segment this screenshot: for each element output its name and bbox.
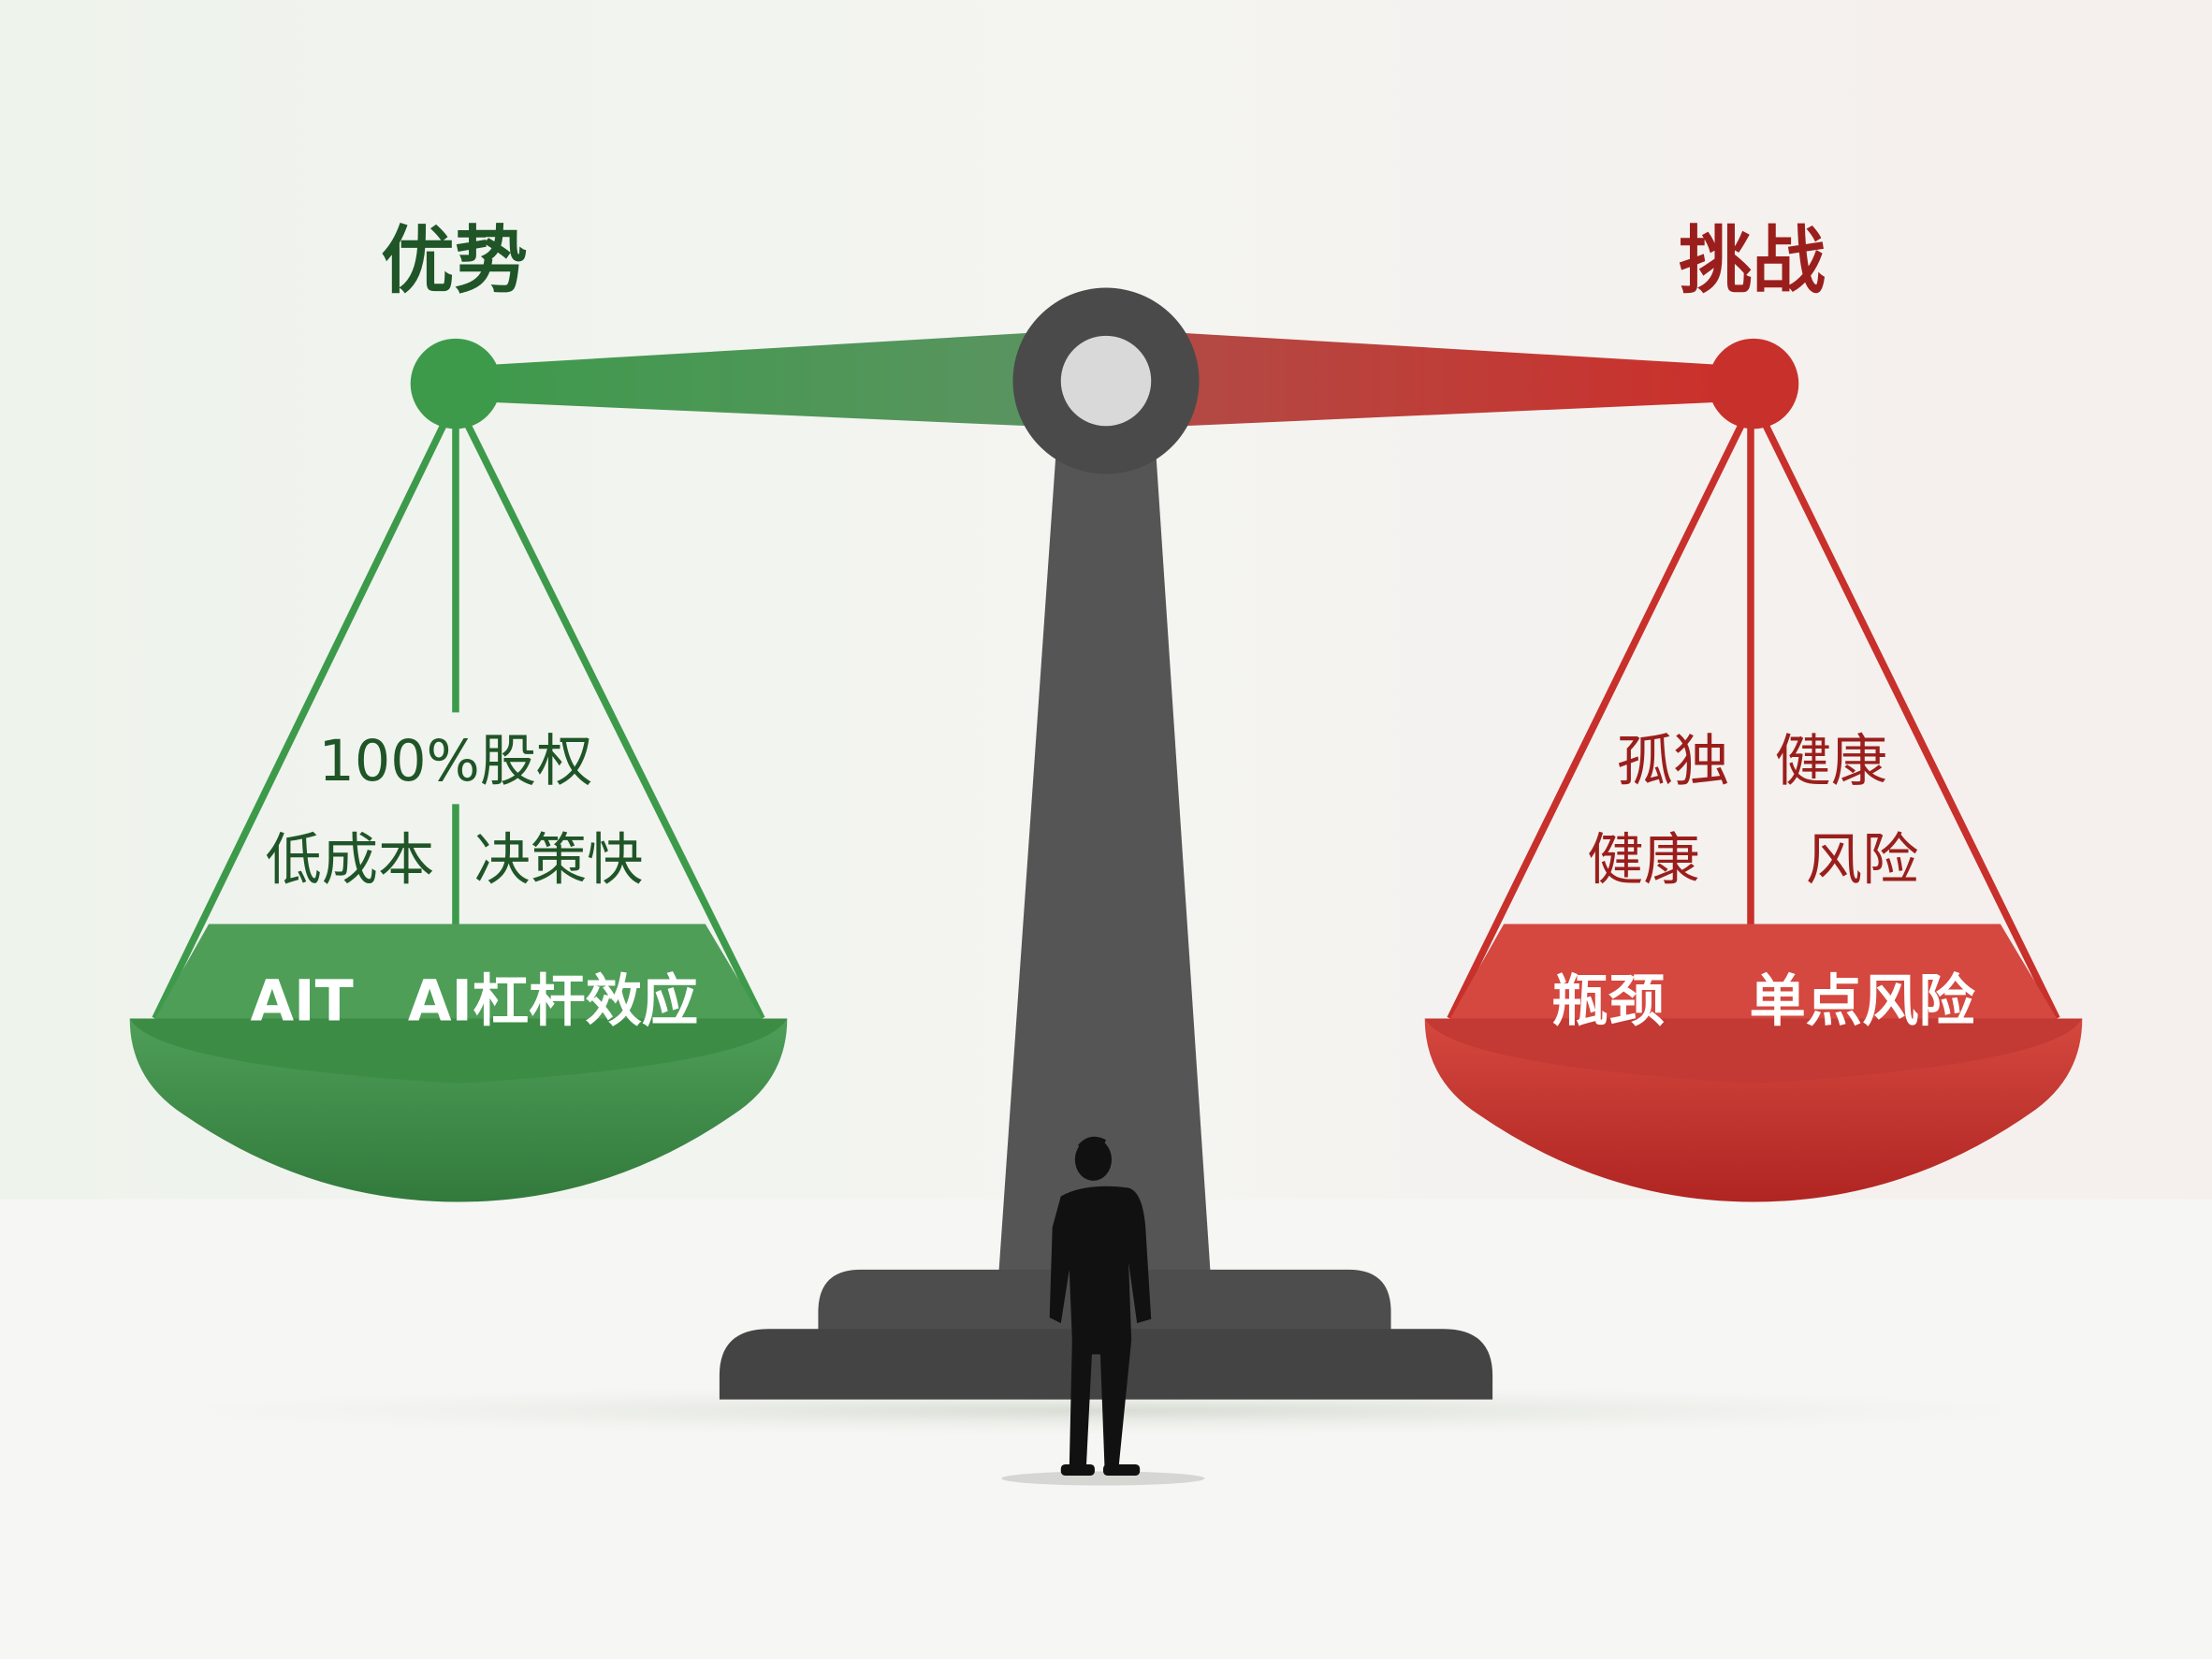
challenge-pan-item: 瓶颈 [1551, 968, 1665, 1034]
right-pivot [1708, 338, 1799, 429]
challenge-item: 健康 [1587, 828, 1700, 894]
scale-post [998, 423, 1211, 1273]
advantages-pan [129, 418, 788, 1202]
advantage-item: 低成本 [265, 828, 434, 894]
challenges-title: 挑战 [1679, 218, 1826, 303]
pivot-pin [1060, 335, 1152, 427]
advantage-item: 100%股权 [318, 729, 592, 794]
challenge-item: 健康 [1775, 729, 1888, 794]
advantage-item: 决策快 [474, 828, 644, 894]
challenge-item: 风险 [1806, 828, 1919, 894]
challenge-item: 孤独 [1617, 729, 1730, 794]
challenge-pan-item: 单点风险 [1750, 968, 1976, 1034]
advantages-title: 优势 [381, 218, 528, 303]
person-figure [1001, 1136, 1205, 1486]
challenges-pan [1424, 418, 2083, 1202]
advantage-pan-item: AIT [251, 968, 354, 1034]
left-pivot [410, 338, 502, 429]
advantage-pan-item: AI杠杆效应 [408, 968, 698, 1034]
